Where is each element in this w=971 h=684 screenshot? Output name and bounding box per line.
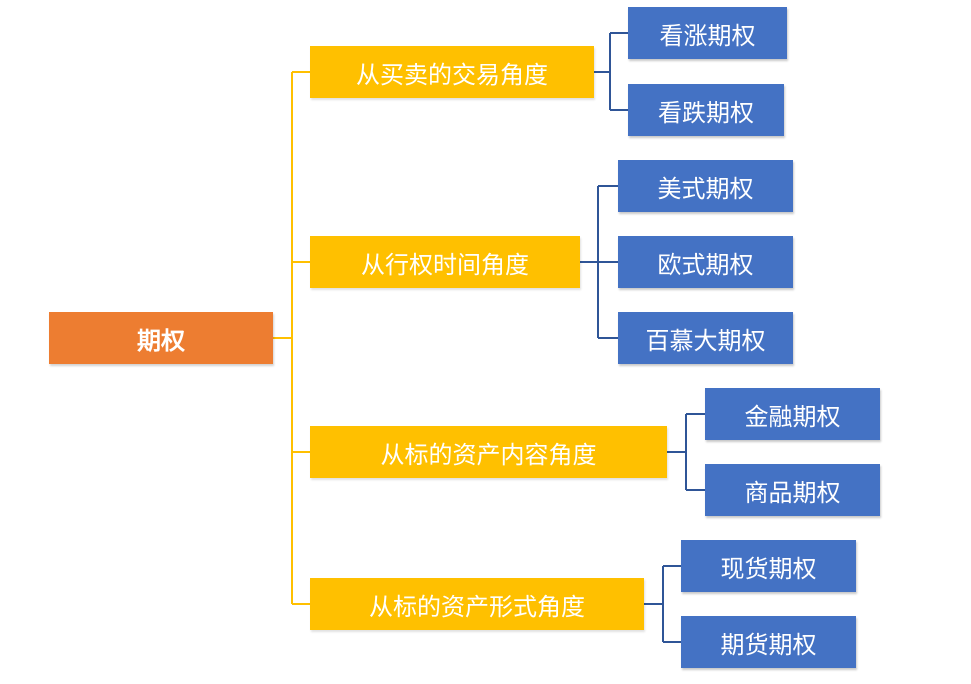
category-label: 从行权时间角度	[361, 250, 529, 279]
leaf-label: 商品期权	[744, 478, 841, 507]
leaf-node-bermuda-option: 百慕大期权	[618, 312, 793, 364]
leaf-node-call-option: 看涨期权	[628, 7, 787, 59]
leaf-node-financial-option: 金融期权	[705, 388, 880, 440]
category-label: 从买卖的交易角度	[356, 60, 548, 89]
category-3-connectors	[667, 413, 705, 491]
category-node-underlying-form: 从标的资产形式角度	[310, 578, 644, 630]
leaf-node-futures-option: 期货期权	[681, 616, 856, 668]
leaf-node-commodity-option: 商品期权	[705, 464, 880, 516]
root-connectors	[273, 71, 310, 605]
leaf-node-put-option: 看跌期权	[628, 84, 784, 136]
category-4-connectors	[644, 565, 681, 643]
category-label: 从标的资产形式角度	[369, 592, 585, 621]
category-1-connectors	[594, 32, 628, 111]
category-label: 从标的资产内容角度	[380, 440, 597, 469]
root-node-label: 期权	[137, 326, 185, 355]
leaf-label: 百慕大期权	[645, 326, 766, 355]
root-node: 期权	[49, 312, 273, 364]
category-node-exercise-time: 从行权时间角度	[310, 236, 580, 288]
category-2-connectors	[580, 185, 618, 339]
leaf-label: 现货期权	[720, 554, 817, 583]
leaf-label: 欧式期权	[657, 250, 754, 279]
leaf-label: 看涨期权	[659, 21, 756, 50]
leaf-node-american-option: 美式期权	[618, 160, 793, 212]
leaf-label: 看跌期权	[658, 98, 754, 127]
leaf-node-spot-option: 现货期权	[681, 540, 856, 592]
leaf-label: 期货期权	[720, 630, 817, 659]
category-node-underlying-content: 从标的资产内容角度	[310, 426, 667, 478]
leaf-label: 金融期权	[744, 402, 841, 431]
leaf-label: 美式期权	[657, 174, 754, 203]
category-node-trading: 从买卖的交易角度	[310, 46, 594, 98]
leaf-node-european-option: 欧式期权	[618, 236, 793, 288]
